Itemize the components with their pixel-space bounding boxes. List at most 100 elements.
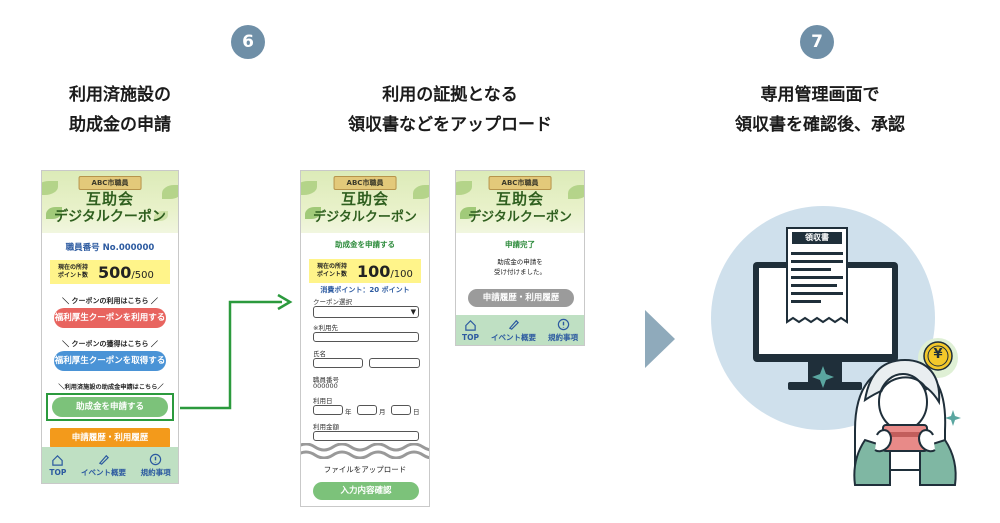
app-subtitle: デジタルクーポン: [468, 210, 572, 225]
points-value: 100/100: [357, 261, 413, 281]
usage-amount-field[interactable]: [313, 431, 419, 441]
column-title-apply: 利用済施設の 助成金の申請: [20, 80, 220, 140]
info-icon: [149, 453, 162, 465]
title-line-2: 領収書を確認後、承認: [735, 115, 905, 135]
usage-date-label: 利用日: [313, 397, 333, 405]
last-name-field[interactable]: [313, 358, 363, 368]
nav-top[interactable]: TOP: [462, 319, 479, 342]
employee-no-value: 000000: [313, 382, 338, 390]
points-label: 現在の所持 ポイント数: [317, 263, 347, 279]
points-label-line2: ポイント数: [58, 272, 89, 279]
points-label: 現在の所持 ポイント数: [58, 264, 88, 280]
first-name-field[interactable]: [369, 358, 420, 368]
phone-screen-apply-form: ABC市職員 互助会 デジタルクーポン 助成金を申請する 現在の所持 ポイント数…: [300, 170, 430, 507]
coupon-use-label: ＼ クーポンの利用はこちら ／: [62, 297, 158, 305]
subsidy-label: ＼利用済施設の助成金申請はこちら／: [58, 384, 164, 391]
home-icon: [52, 454, 64, 466]
consumed-points: 消費ポイント：20 ポイント: [320, 286, 410, 294]
coupon-get-label: ＼ クーポンの獲得はこちら ／: [62, 340, 158, 348]
pencil-icon: [98, 454, 109, 465]
nav-rules[interactable]: 規約事項: [548, 318, 578, 343]
coupon-select[interactable]: ▼: [313, 306, 419, 318]
title-line-2: 領収書などをアップロード: [348, 115, 552, 135]
flow-arrow: [180, 293, 293, 410]
usage-amount-label: 利用金額: [313, 423, 339, 431]
app-ribbon: ABC市職員: [78, 176, 142, 190]
app-header: ABC市職員 互助会 デジタルクーポン: [456, 171, 584, 233]
bottom-nav: TOP イベント概要 規約事項: [42, 447, 178, 483]
history-button[interactable]: 申請履歴・利用履歴: [50, 428, 170, 448]
title-line-1: 利用の証拠となる: [382, 85, 518, 105]
phone-screen-home: ABC市職員 互助会 デジタルクーポン 職員番号 No.000000 現在の所持…: [41, 170, 179, 484]
pencil-icon: [508, 319, 519, 330]
title-line-2: 助成金の申請: [69, 115, 171, 135]
nav-events[interactable]: イベント概要: [491, 318, 536, 343]
usage-place-field[interactable]: [313, 332, 419, 342]
year-field[interactable]: [313, 405, 343, 415]
app-header: ABC市職員 互助会 デジタルクーポン: [301, 171, 429, 233]
employee-number: 職員番号 No.000000: [65, 243, 155, 253]
subsidy-button-highlight: [46, 393, 174, 421]
app-ribbon: ABC市職員: [488, 176, 552, 190]
points-box: 現在の所持 ポイント数 100/100: [309, 259, 421, 283]
complete-heading: 申請完了: [505, 240, 535, 249]
day-label: 日: [413, 408, 420, 416]
use-coupon-button[interactable]: 福利厚生クーポンを利用する: [54, 308, 166, 328]
nav-rules-label: 規約事項: [548, 332, 578, 342]
phone-screen-complete: ABC市職員 互助会 デジタルクーポン 申請完了 助成金の申請を 受け付けました…: [455, 170, 585, 346]
employee-no-label: 職員番号: [313, 376, 339, 384]
app-title: 互助会: [85, 190, 134, 208]
upload-label: ファイルをアップロード: [323, 465, 407, 474]
message-line1: 助成金の申請を: [497, 258, 543, 266]
nav-events-label: イベント概要: [491, 332, 536, 342]
points-total: /500: [131, 269, 154, 281]
title-line-1: 専用管理画面で: [760, 85, 880, 105]
admin-illustration: [711, 206, 961, 486]
step-badge-6: 6: [231, 25, 265, 59]
points-label-line1: 現在の所持: [58, 264, 89, 271]
points-label-line2: ポイント数: [317, 271, 348, 278]
info-icon: [557, 318, 569, 330]
wave-divider: [301, 443, 429, 459]
title-line-1: 利用済施設の: [69, 85, 171, 105]
form-heading: 助成金を申請する: [335, 240, 395, 249]
chevron-right-icon: [645, 310, 675, 368]
month-label: 月: [379, 408, 386, 416]
nav-top-label: TOP: [462, 332, 479, 342]
chevron-down-icon: ▼: [410, 308, 416, 316]
app-subtitle: デジタルクーポン: [54, 209, 166, 225]
app-header: ABC市職員 互助会 デジタルクーポン: [42, 171, 178, 233]
nav-rules-label: 規約事項: [140, 467, 171, 477]
receipt-icon: [786, 227, 848, 324]
nav-top-label: TOP: [49, 467, 67, 477]
day-field[interactable]: [391, 405, 411, 415]
usage-place-label: ※利用先: [313, 324, 338, 332]
yen-icon: ¥: [933, 347, 943, 362]
confirm-button[interactable]: 入力内容確認: [313, 482, 419, 500]
receipt-title: 領収書: [805, 233, 829, 242]
app-ribbon: ABC市職員: [333, 176, 397, 190]
nav-events-label: イベント概要: [80, 467, 126, 477]
coupon-select-label: クーポン選択: [313, 298, 352, 306]
nav-top[interactable]: TOP: [49, 454, 66, 477]
bottom-nav: TOP イベント概要 規約事項: [456, 315, 584, 345]
app-title: 互助会: [495, 190, 544, 208]
nav-rules[interactable]: 規約事項: [141, 453, 171, 478]
column-title-approve: 専用管理画面で 領収書を確認後、承認: [700, 80, 940, 140]
history-button[interactable]: 申請履歴・利用履歴: [468, 289, 574, 307]
get-coupon-button[interactable]: 福利厚生クーポンを取得する: [54, 351, 166, 371]
home-icon: [465, 319, 476, 331]
complete-message: 助成金の申請を 受け付けました。: [456, 257, 584, 277]
points-label-line1: 現在の所持: [317, 263, 348, 270]
message-line2: 受け付けました。: [494, 268, 546, 276]
app-title: 互助会: [340, 190, 389, 208]
points-box: 現在の所持 ポイント数 500/500: [50, 260, 170, 284]
nav-events[interactable]: イベント概要: [81, 453, 126, 478]
points-total: /100: [390, 268, 413, 280]
step-badge-7: 7: [800, 25, 834, 59]
month-field[interactable]: [357, 405, 377, 415]
app-subtitle: デジタルクーポン: [313, 210, 417, 225]
apply-subsidy-button[interactable]: 助成金を申請する: [52, 397, 168, 417]
points-value: 500/500: [98, 262, 154, 282]
year-label: 年: [345, 408, 352, 416]
